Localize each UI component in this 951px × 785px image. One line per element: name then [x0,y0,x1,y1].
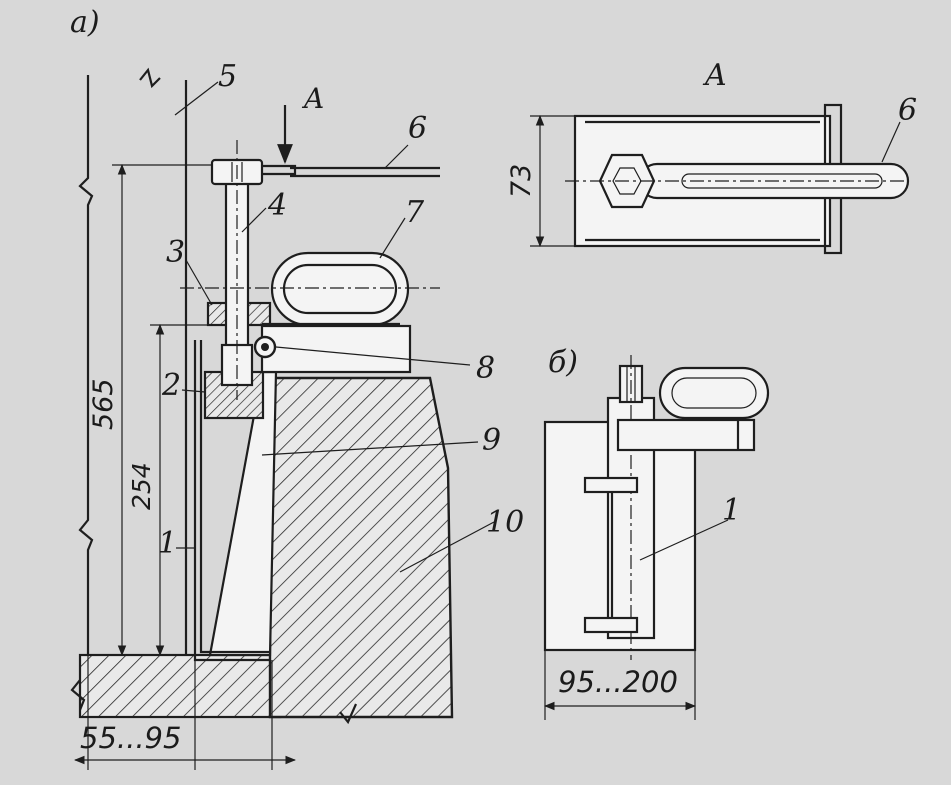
label-part-2: 2 [161,368,181,403]
label-part-7: 7 [405,195,425,230]
floor-break-line [70,679,86,711]
label-part-3: 3 [166,235,185,270]
dim-565-text: 565 [88,378,119,430]
dim-254-text: 254 [127,462,156,510]
arrow-a-label: A [301,82,324,115]
label-part-6: 6 [408,111,427,146]
dim-73-text: 73 [506,164,537,198]
dimension-565: 565 [88,163,212,657]
dimension-55-95: 55...95 [73,655,297,770]
view-b: б) 1 95...200 [543,345,770,720]
support-body-part-10 [268,376,454,719]
view-b-clamp [616,418,756,452]
view-a: 565 254 55...95 A [70,5,524,770]
dim-55-95-text: 55...95 [80,721,181,755]
label-part-5: 5 [218,59,237,94]
section-a-view: A 73 6 [506,58,917,255]
dim-95-200-text: 95...200 [558,665,678,699]
view-b-ring [658,366,770,420]
dimension-254: 254 [127,323,210,657]
label-part-1: 1 [158,526,177,561]
label-part-6-section: 6 [898,93,917,128]
handle-part-6 [262,164,440,178]
floor-slab [78,653,282,719]
wall-part-5 [78,67,188,655]
view-a-label: а) [70,5,100,40]
label-part-4: 4 [267,188,287,223]
label-part-10: 10 [486,505,524,540]
support-break-mark [339,703,358,725]
view-b-label: б) [548,345,578,380]
label-part-8: 8 [476,351,495,386]
label-part-1-view-b: 1 [722,493,741,528]
clamp-ring-part-7 [260,251,412,374]
section-a-title: A [702,58,727,93]
leader-lines [174,81,495,573]
label-part-9: 9 [482,423,501,458]
view-arrow-a: A [277,82,324,164]
